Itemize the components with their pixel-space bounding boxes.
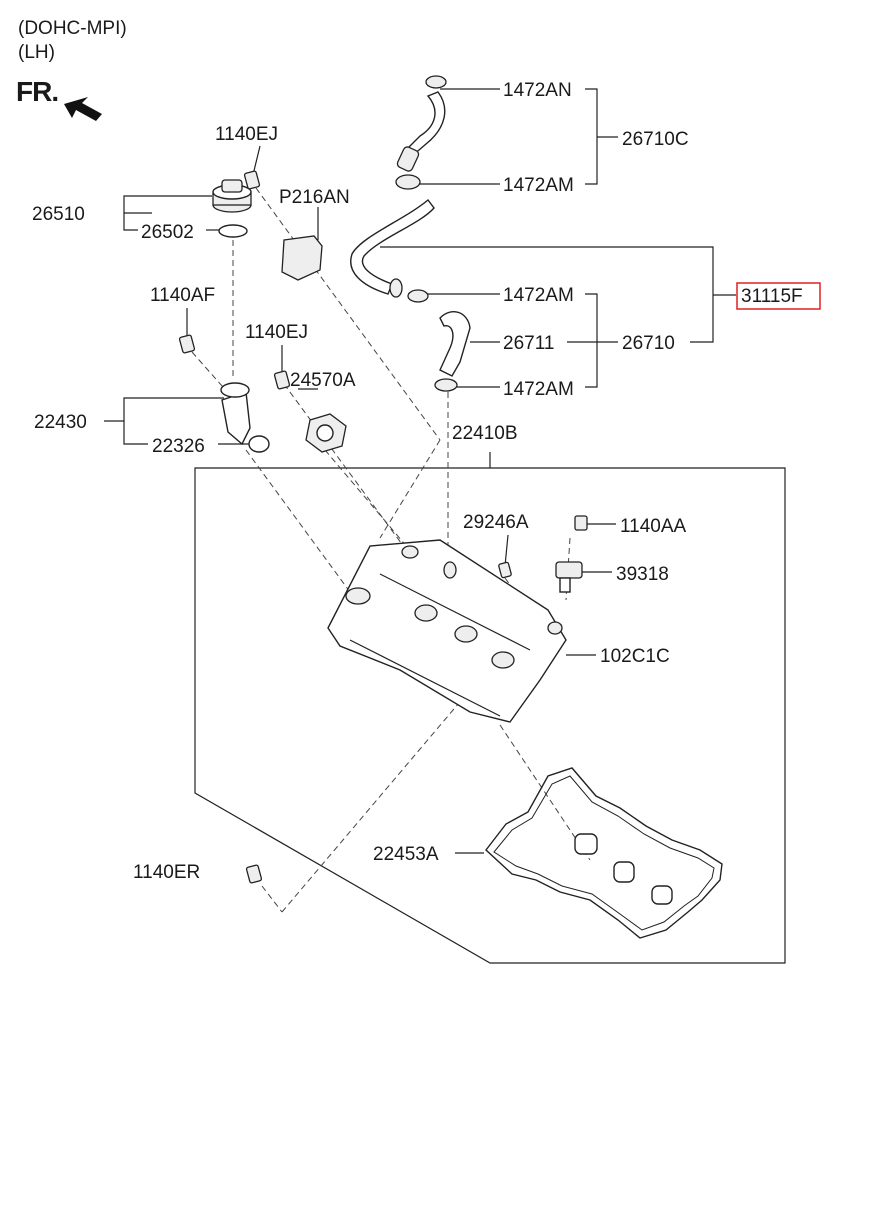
- lower-hose-26711: [407, 289, 471, 392]
- label-26510: 26510: [32, 204, 85, 225]
- label-24570A: 24570A: [290, 370, 356, 391]
- pcv-plate-24570A: [305, 413, 347, 453]
- upper-hose-26710C: [395, 75, 447, 190]
- label-1140AF: 1140AF: [150, 285, 215, 306]
- o-ring-22326: [248, 435, 270, 453]
- engine-label: (DOHC-MPI): [18, 18, 127, 39]
- breather-pipe-26710: [350, 198, 435, 298]
- label-31115F: 31115F: [741, 286, 803, 307]
- cam-sensor-39318: [555, 561, 583, 593]
- front-direction-label: FR.: [16, 76, 59, 107]
- label-39318: 39318: [616, 564, 669, 585]
- label-26710C: 26710C: [622, 129, 689, 150]
- seal-26502: [218, 224, 248, 238]
- part-labels: 1472AN 26710C 1472AM 1140EJ 26510 26502 …: [32, 80, 803, 883]
- label-1472AN: 1472AN: [503, 80, 572, 101]
- highlight-box-31115F: [736, 282, 821, 310]
- label-29246A: 29246A: [463, 512, 529, 533]
- label-22453A: 22453A: [373, 844, 439, 865]
- label-1140EJ-top: 1140EJ: [215, 124, 278, 145]
- cylinder-head-cover-22410B: [327, 539, 567, 723]
- label-22326: 22326: [152, 436, 205, 457]
- label-1472AM-bottom: 1472AM: [503, 379, 574, 400]
- side-label: (LH): [18, 42, 55, 63]
- front-arrow-icon: [64, 97, 102, 121]
- label-22430: 22430: [34, 412, 87, 433]
- label-1472AM-mid: 1472AM: [503, 285, 574, 306]
- label-26710: 26710: [622, 333, 675, 354]
- label-22410B: 22410B: [452, 423, 518, 444]
- label-P216AN: P216AN: [279, 187, 350, 208]
- leader-lines: [104, 88, 736, 854]
- label-102C1C: 102C1C: [600, 646, 670, 667]
- oil-filler-neck-22430: [220, 382, 251, 446]
- bracket-P216AN: [281, 235, 323, 281]
- rocker-cover-gasket-22453A: [485, 767, 723, 939]
- oil-filler-cap-26510: [212, 179, 252, 213]
- label-1140AA: 1140AA: [620, 516, 687, 537]
- label-26502: 26502: [141, 222, 194, 243]
- label-26711: 26711: [503, 333, 554, 354]
- label-1140ER: 1140ER: [133, 862, 200, 883]
- label-1140EJ-mid: 1140EJ: [245, 322, 308, 343]
- assembly-frame: [194, 467, 786, 964]
- label-1472AM-top: 1472AM: [503, 175, 574, 196]
- guide-lines: [191, 187, 591, 913]
